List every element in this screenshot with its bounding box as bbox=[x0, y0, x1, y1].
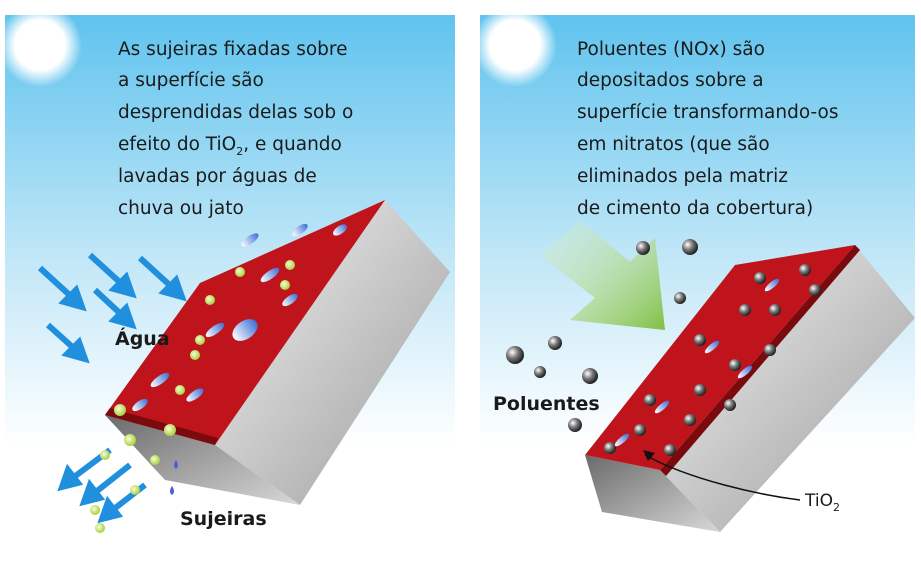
tio2-label: TiO2 bbox=[804, 491, 840, 514]
svg-text:efeito do TiO2, e quando: efeito do TiO2, e quando bbox=[118, 134, 342, 158]
svg-text:em nitratos (que são: em nitratos (que são bbox=[577, 134, 770, 155]
svg-text:desprendidas delas sob o: desprendidas delas sob o bbox=[118, 102, 353, 123]
sunlight-arrow-icon bbox=[540, 220, 665, 330]
water-drops bbox=[132, 223, 347, 412]
arrow-icon bbox=[137, 255, 187, 302]
arrow-icon bbox=[37, 265, 87, 312]
svg-text:depositados sobre a: depositados sobre a bbox=[577, 70, 764, 91]
dirt-particles bbox=[90, 260, 295, 533]
right-caption: Poluentes (NOx) são depositados sobre a … bbox=[577, 39, 838, 219]
surface-particles bbox=[604, 264, 821, 456]
svg-text:chuva ou jato: chuva ou jato bbox=[118, 198, 244, 219]
arrow-icon bbox=[92, 287, 137, 330]
arrow-icon bbox=[87, 252, 137, 299]
svg-text:de cimento da cobertura): de cimento da cobertura) bbox=[577, 198, 813, 219]
svg-text:eliminados pela matriz: eliminados pela matriz bbox=[577, 166, 788, 187]
svg-text:Poluentes (NOx) são: Poluentes (NOx) são bbox=[577, 39, 765, 60]
concrete-block bbox=[90, 200, 450, 533]
svg-text:As sujeiras fixadas sobre: As sujeiras fixadas sobre bbox=[118, 39, 347, 60]
sun-icon bbox=[473, 3, 557, 87]
svg-text:lavadas por águas de: lavadas por águas de bbox=[118, 166, 317, 187]
tio2-surface bbox=[585, 245, 855, 470]
arrow-icon bbox=[79, 462, 132, 507]
svg-text:a superfície são: a superfície são bbox=[118, 70, 264, 91]
water-arrows bbox=[37, 252, 187, 524]
concrete-block bbox=[585, 245, 915, 532]
dirt-label: Sujeiras bbox=[180, 508, 267, 530]
sun-icon bbox=[0, 3, 82, 87]
right-panel: Poluentes (NOx) são depositados sobre a … bbox=[473, 3, 915, 532]
svg-text:superfície transformando-os: superfície transformando-os bbox=[577, 102, 838, 123]
water-label: Água bbox=[115, 327, 170, 350]
arrow-icon bbox=[45, 322, 90, 364]
pointer-arrowhead-icon bbox=[643, 450, 655, 461]
pollutants-label: Poluentes bbox=[493, 393, 600, 415]
pollutant-particles bbox=[506, 239, 698, 432]
left-panel: As sujeiras fixadas sobre a superfície s… bbox=[0, 3, 455, 533]
tio2-pointer-line bbox=[644, 454, 801, 501]
left-caption: As sujeiras fixadas sobre a superfície s… bbox=[118, 39, 353, 219]
